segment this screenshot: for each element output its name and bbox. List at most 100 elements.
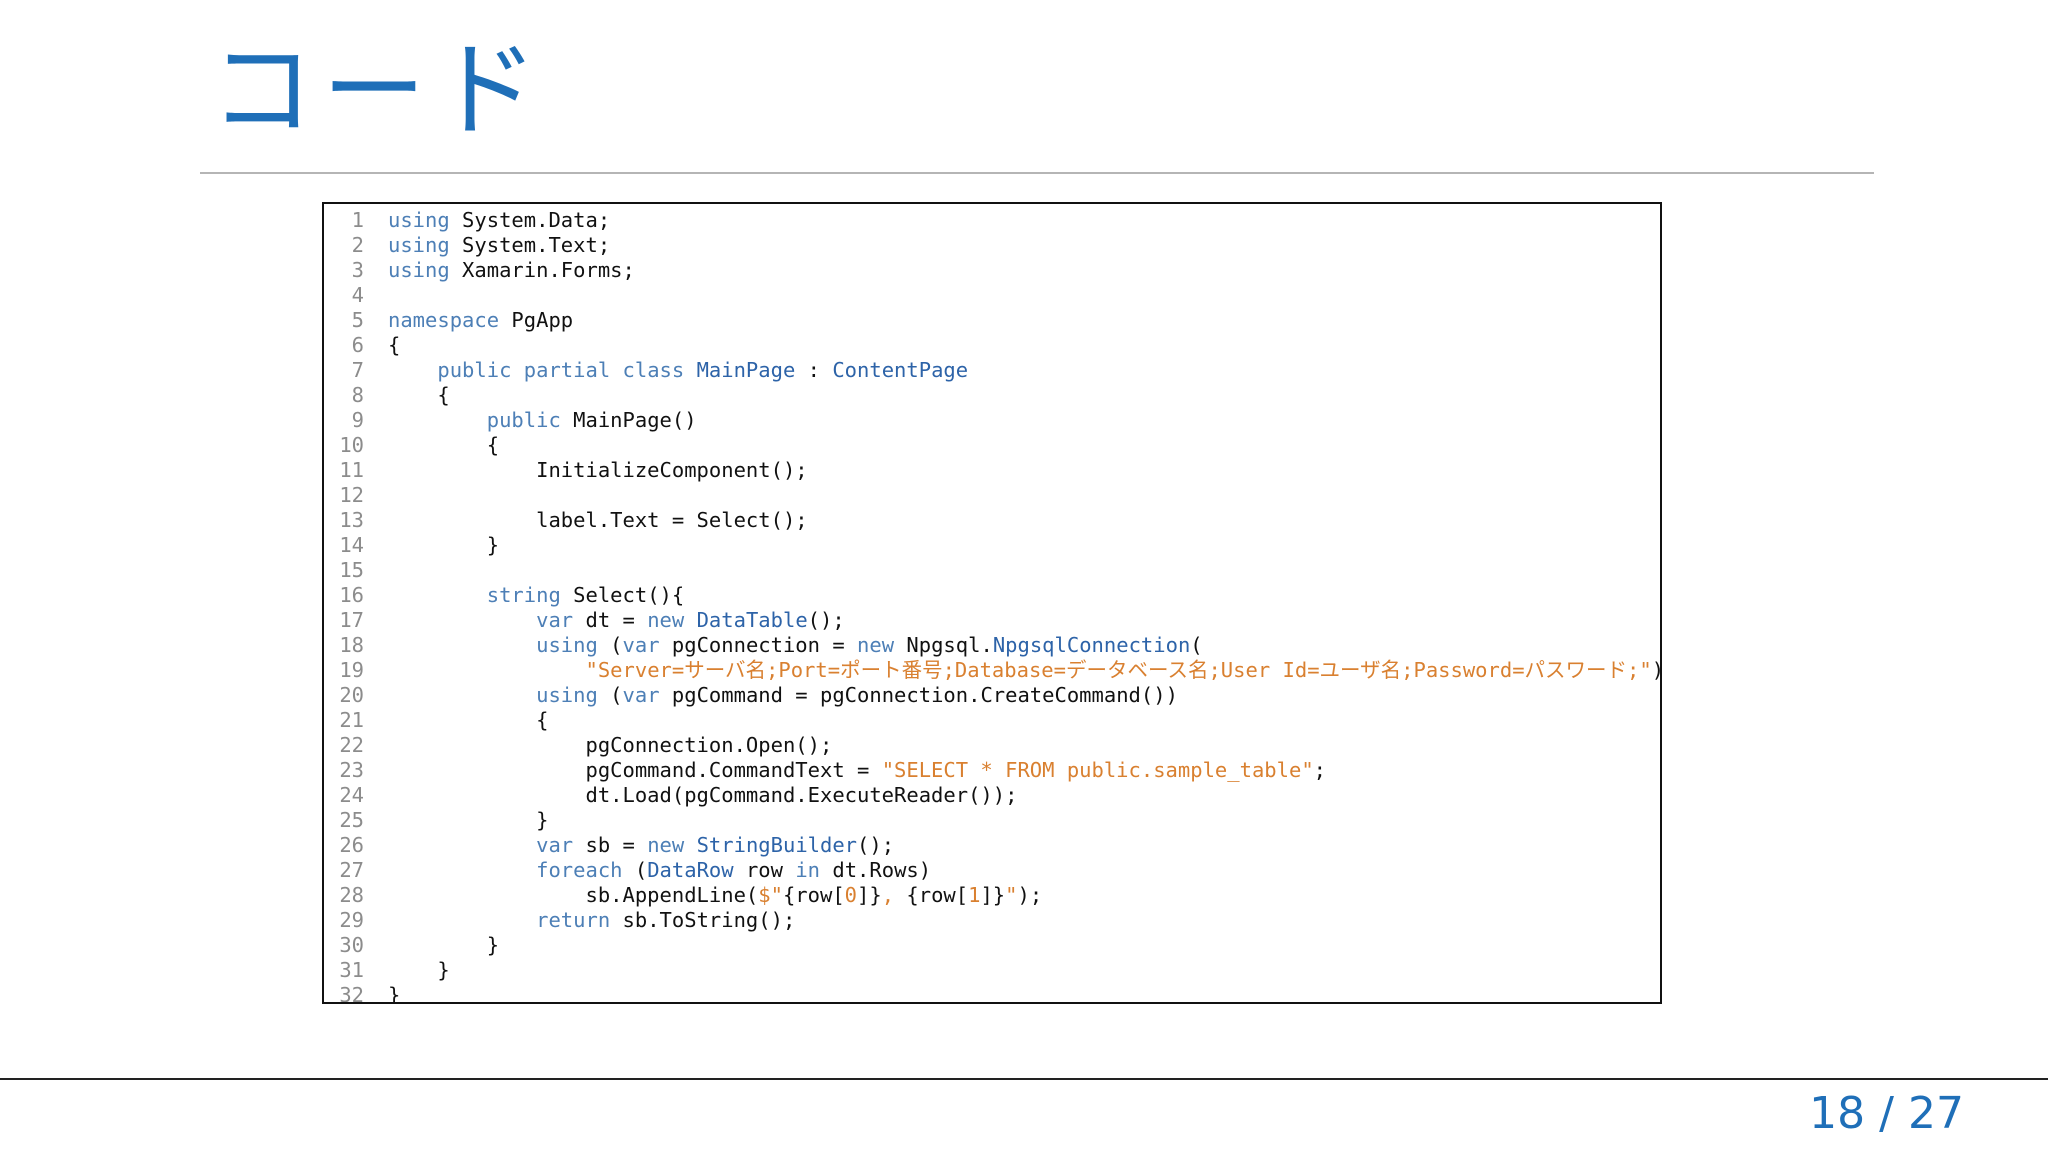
line-number: 27 <box>339 858 364 882</box>
code-token <box>684 358 696 382</box>
code-line: 31 } <box>324 958 1660 983</box>
code-token: dt.Load(pgCommand.ExecuteReader()); <box>388 783 1018 807</box>
code-text: var sb = new StringBuilder(); <box>388 833 894 857</box>
code-token <box>388 633 536 657</box>
code-line: 30 } <box>324 933 1660 958</box>
code-token: ( <box>597 633 623 657</box>
code-token: (); <box>857 833 895 857</box>
line-number: 19 <box>339 658 364 682</box>
code-token: DataRow <box>647 858 734 882</box>
code-token: : <box>795 358 833 382</box>
line-number: 18 <box>339 633 364 657</box>
line-number: 8 <box>351 383 364 407</box>
code-token: pgCommand = pgConnection.CreateCommand()… <box>659 683 1178 707</box>
line-number: 6 <box>351 333 364 357</box>
code-token: var <box>536 608 574 632</box>
code-token: } <box>388 808 549 832</box>
code-token: pgConnection.Open(); <box>388 733 833 757</box>
line-number: 13 <box>339 508 364 532</box>
code-text: var dt = new DataTable(); <box>388 608 845 632</box>
line-number: 26 <box>339 833 364 857</box>
code-token: sb = <box>573 833 648 857</box>
code-text: "Server=サーバ名;Port=ポート番号;Database=データベース名… <box>388 658 1660 682</box>
page-separator: / <box>1879 1088 1894 1139</box>
code-token: ); <box>1017 883 1043 907</box>
code-text: { <box>388 433 499 457</box>
code-text: { <box>388 333 400 357</box>
code-token: { <box>388 708 549 732</box>
line-number: 7 <box>351 358 364 382</box>
code-token <box>388 833 536 857</box>
code-text: using Xamarin.Forms; <box>388 258 635 282</box>
line-number: 20 <box>339 683 364 707</box>
code-token <box>684 608 696 632</box>
code-token: using <box>536 683 598 707</box>
code-token: {row[ <box>906 883 969 907</box>
code-token: var <box>536 833 574 857</box>
code-token: )) <box>1652 658 1660 682</box>
line-number: 10 <box>339 433 364 457</box>
code-line: 22 pgConnection.Open(); <box>324 733 1660 758</box>
code-token: PgApp <box>499 308 574 332</box>
code-token: var <box>622 633 660 657</box>
code-token: "Server=サーバ名;Port=ポート番号;Database=データベース名… <box>585 658 1652 682</box>
code-token: ]} <box>857 883 882 907</box>
code-line: 12 <box>324 483 1660 508</box>
code-line: 28 sb.AppendLine($"{row[0]}, {row[1]}"); <box>324 883 1660 908</box>
code-token: } <box>388 958 450 982</box>
code-text: using (var pgConnection = new Npgsql.Npg… <box>388 633 1203 657</box>
code-token: label.Text = Select(); <box>388 508 808 532</box>
code-text: string Select(){ <box>388 583 684 607</box>
code-token: using <box>388 208 450 232</box>
code-line: 27 foreach (DataRow row in dt.Rows) <box>324 858 1660 883</box>
code-token <box>388 583 487 607</box>
line-number: 31 <box>339 958 364 982</box>
code-token <box>388 408 487 432</box>
code-token <box>388 683 536 707</box>
code-token: sb.AppendLine( <box>388 883 759 907</box>
code-token: ( <box>597 683 623 707</box>
code-token: ]} <box>980 883 1006 907</box>
code-token: 0 <box>844 883 858 907</box>
code-text: { <box>388 708 548 732</box>
code-text: InitializeComponent(); <box>388 458 808 482</box>
line-number: 14 <box>339 533 364 557</box>
code-token: (); <box>807 608 845 632</box>
code-line: 3 using Xamarin.Forms; <box>324 258 1660 283</box>
code-token: public partial class <box>437 358 685 382</box>
line-number: 21 <box>339 708 364 732</box>
code-token: InitializeComponent(); <box>388 458 808 482</box>
code-line: 29 return sb.ToString(); <box>324 908 1660 933</box>
code-token: } <box>388 533 500 557</box>
code-text: } <box>388 958 450 982</box>
code-line: 9 public MainPage() <box>324 408 1660 433</box>
code-line: 23 pgCommand.CommandText = "SELECT * FRO… <box>324 758 1660 783</box>
code-token: MainPage <box>696 358 796 382</box>
line-number: 28 <box>339 883 364 907</box>
code-token: var <box>622 683 660 707</box>
title-divider <box>200 172 1874 174</box>
line-number: 12 <box>339 483 364 507</box>
line-number: 30 <box>339 933 364 957</box>
line-number: 17 <box>339 608 364 632</box>
code-token: ( <box>622 858 648 882</box>
line-number: 32 <box>339 983 364 1004</box>
code-token: $" <box>758 883 783 907</box>
code-line: 4 <box>324 283 1660 308</box>
code-text: public MainPage() <box>388 408 697 432</box>
line-number: 4 <box>351 283 364 307</box>
code-token: " <box>1005 883 1018 907</box>
code-text: pgConnection.Open(); <box>388 733 832 757</box>
line-number: 3 <box>351 258 364 282</box>
code-token: MainPage() <box>560 408 697 432</box>
line-number: 9 <box>351 408 364 432</box>
code-token <box>388 858 536 882</box>
code-token: {row[ <box>782 883 845 907</box>
code-text: } <box>388 808 548 832</box>
code-text: { <box>388 383 449 407</box>
code-text: } <box>388 933 499 957</box>
code-token: return <box>536 908 611 932</box>
code-token: using <box>536 633 598 657</box>
code-token: new <box>647 608 685 632</box>
